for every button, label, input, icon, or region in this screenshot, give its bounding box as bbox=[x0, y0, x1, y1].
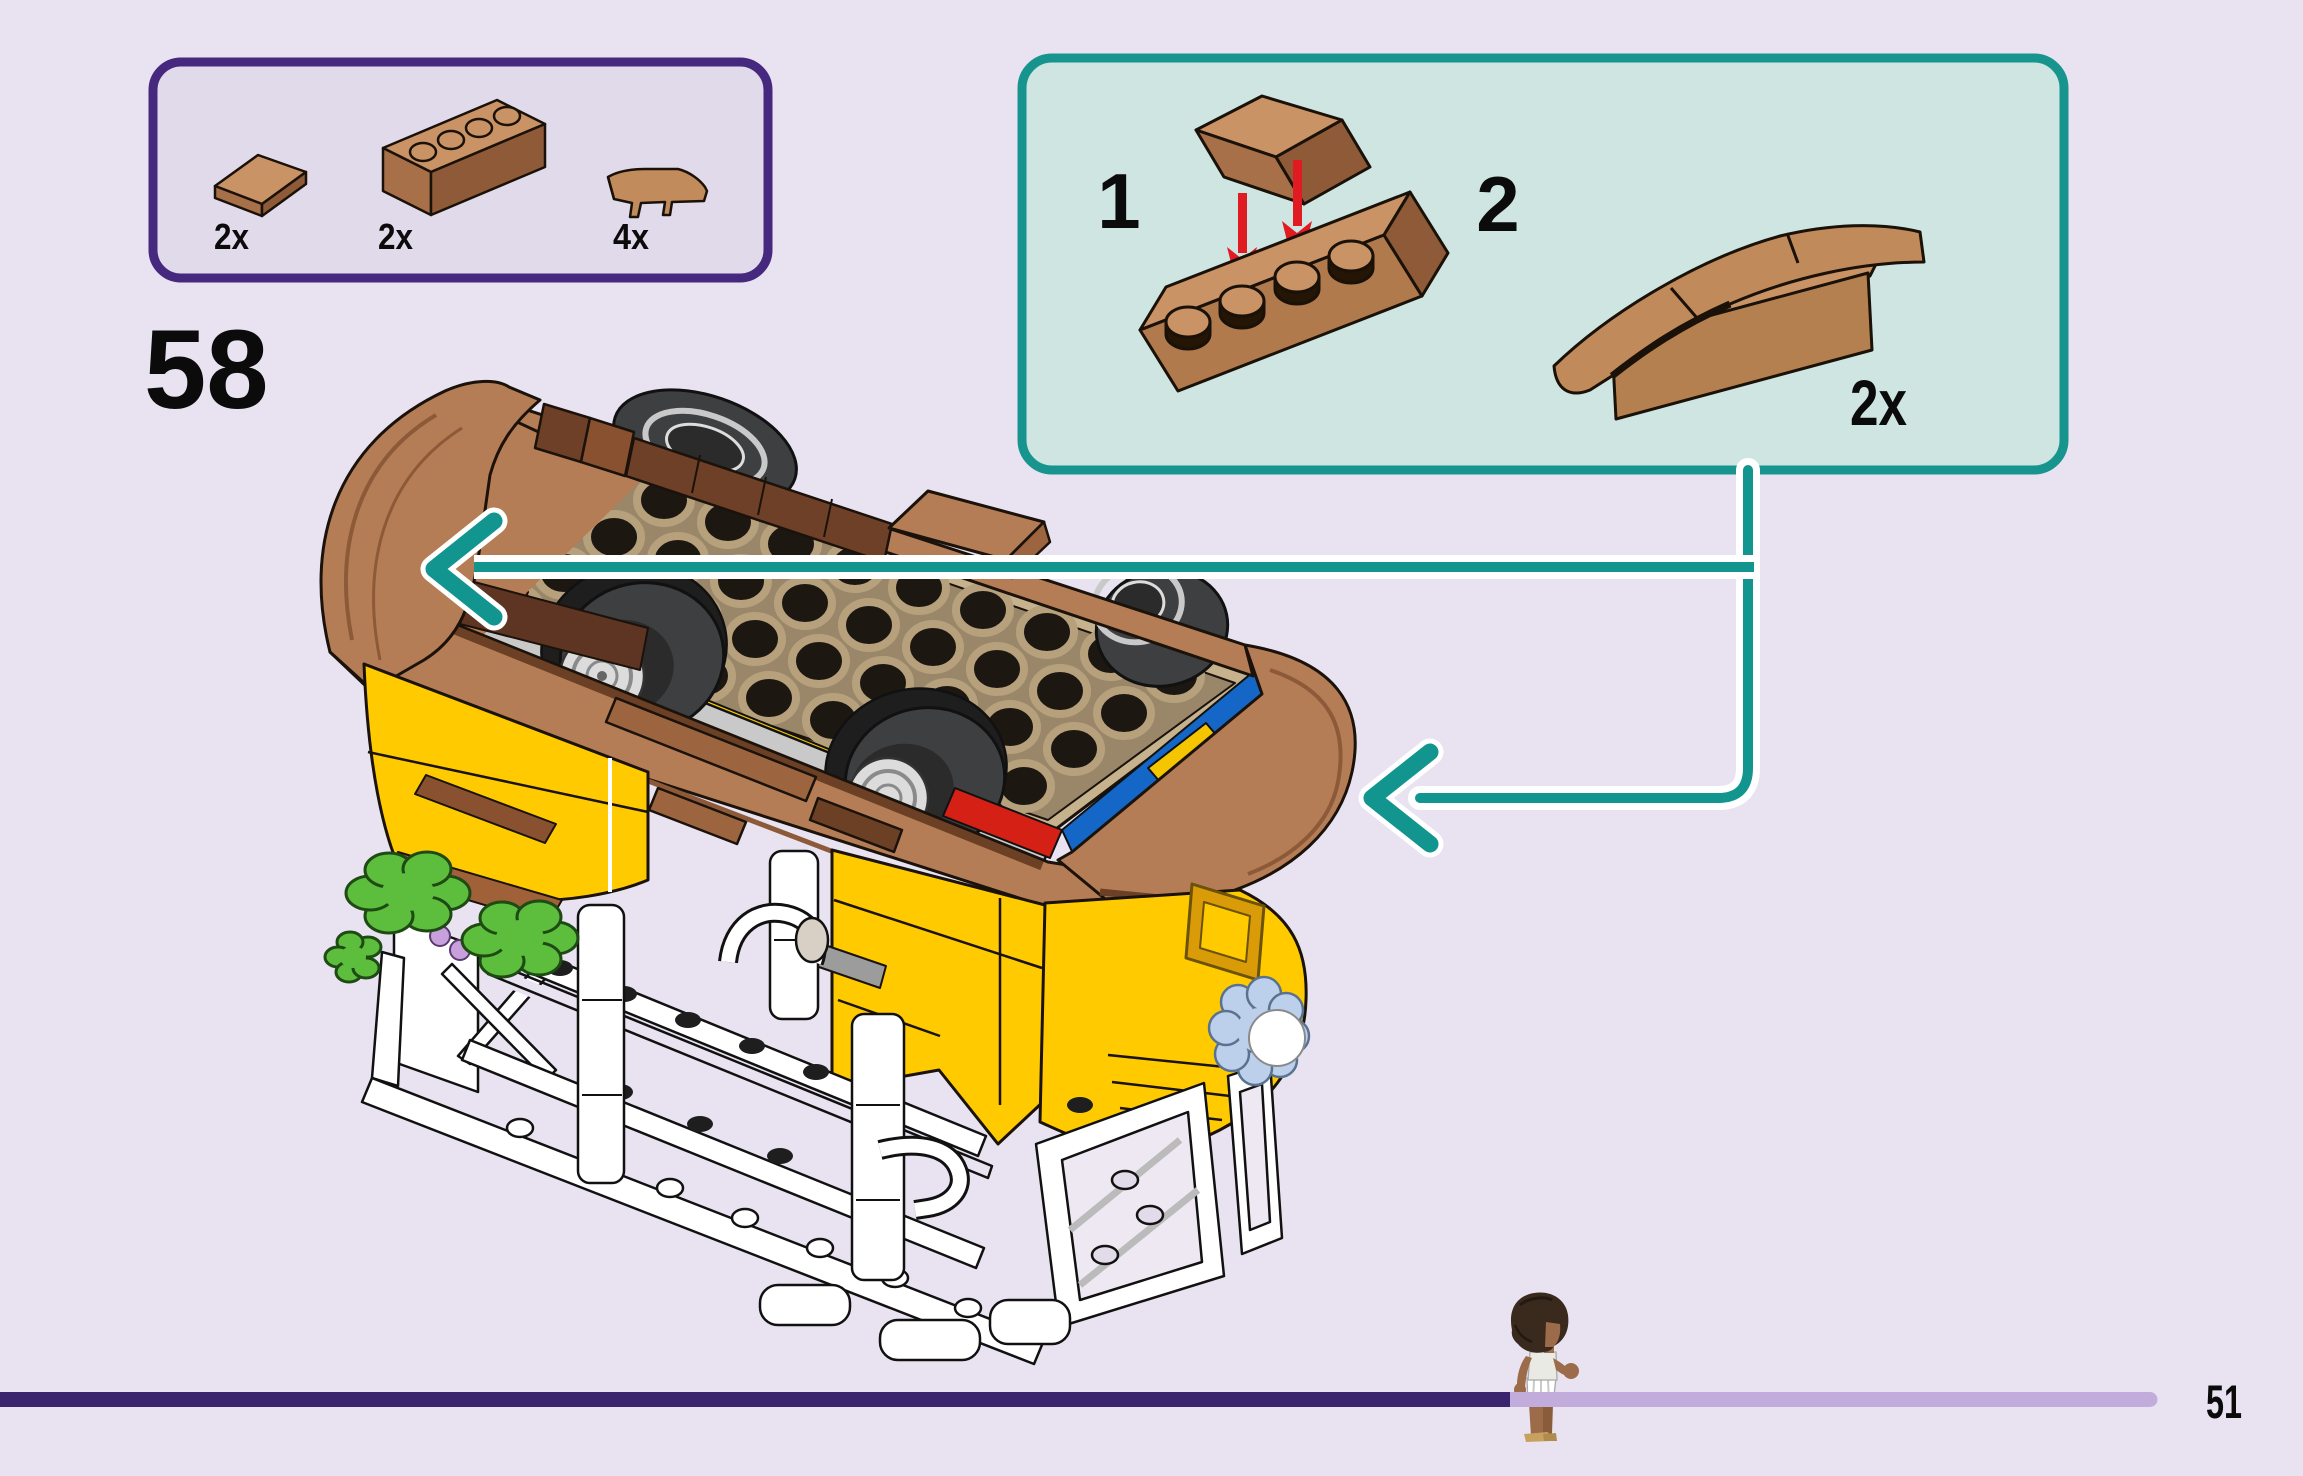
svg-text:2: 2 bbox=[1476, 160, 1519, 248]
svg-text:2x: 2x bbox=[214, 216, 249, 257]
svg-text:1: 1 bbox=[1097, 157, 1140, 245]
svg-text:2x: 2x bbox=[378, 216, 413, 257]
svg-text:51: 51 bbox=[2206, 1375, 2242, 1428]
svg-text:58: 58 bbox=[144, 307, 269, 432]
svg-text:2x: 2x bbox=[1850, 367, 1907, 439]
svg-text:4x: 4x bbox=[613, 216, 649, 257]
